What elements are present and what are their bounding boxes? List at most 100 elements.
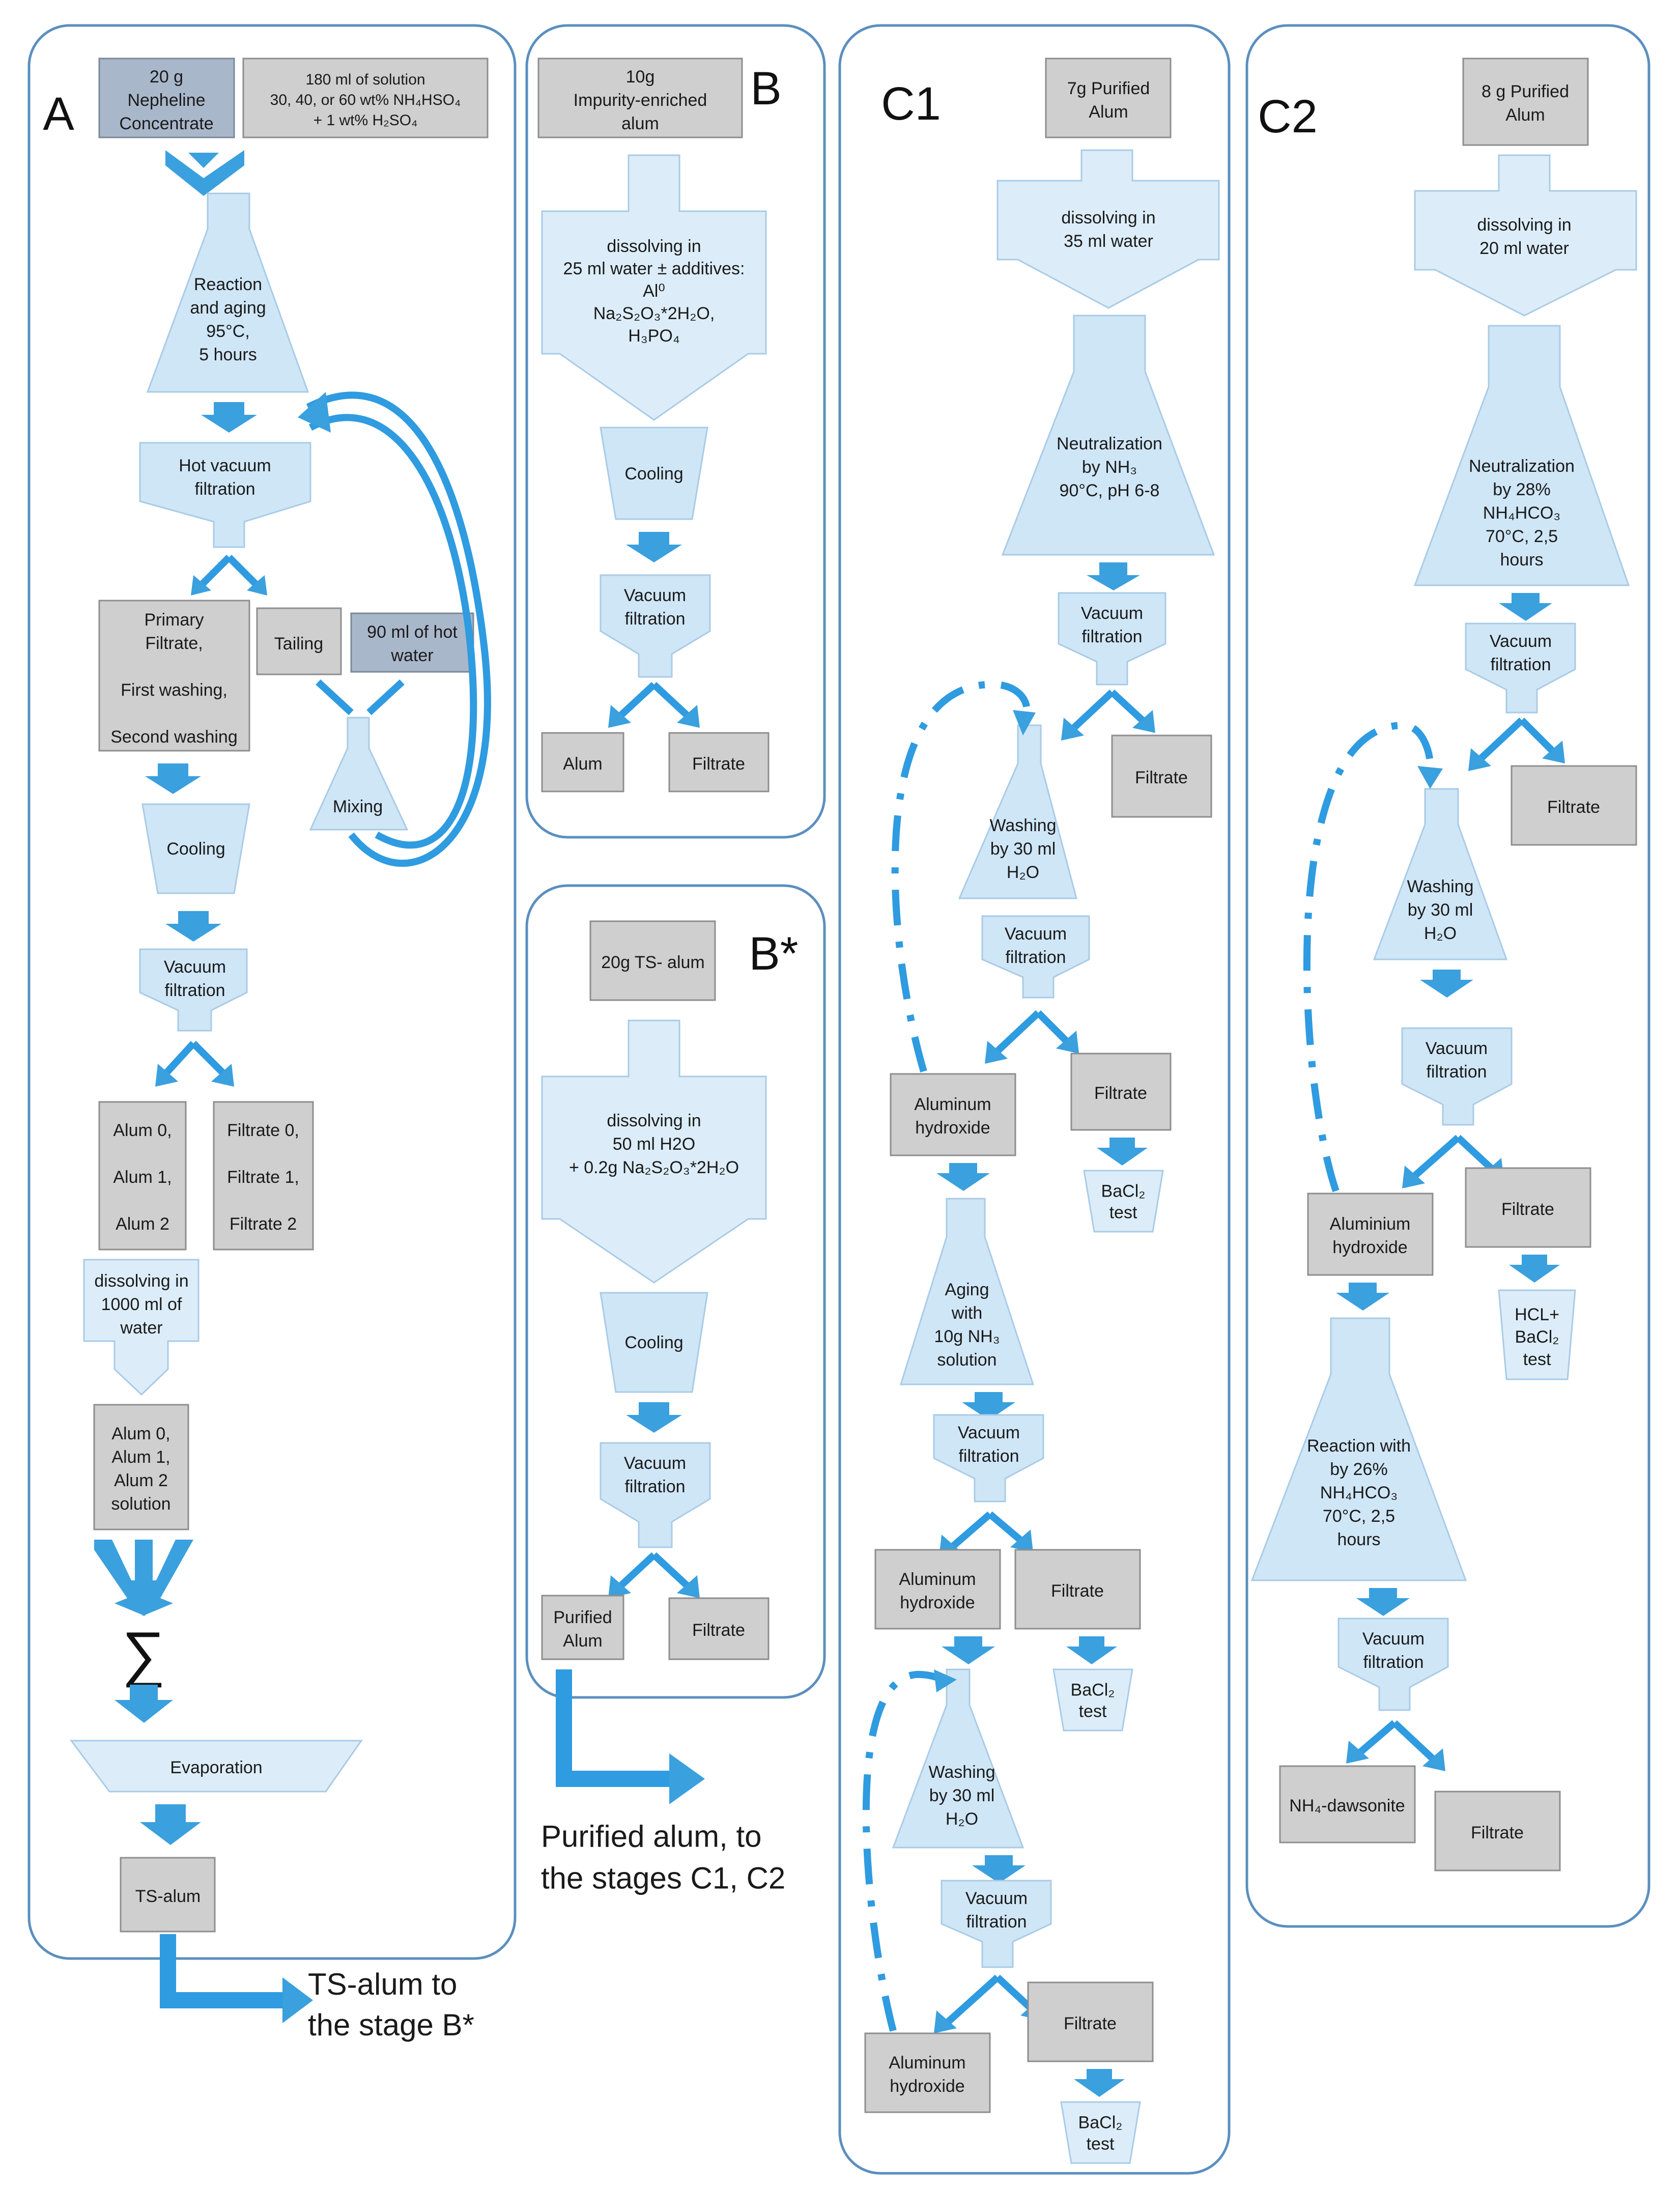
vacuum-filtration-label-b-line-1: filtration bbox=[624, 609, 685, 629]
purified-out-head bbox=[669, 1753, 705, 1804]
c1-split-1-left-head bbox=[1061, 718, 1084, 741]
c1-washing-label-2-line-0: Washing bbox=[928, 1763, 995, 1782]
ts-alum-input-label: 20g TS- alum bbox=[601, 953, 704, 972]
evaporation-label-line-0: Evaporation bbox=[170, 1758, 262, 1777]
c2-filtrate-box-1 bbox=[1511, 765, 1637, 846]
c1-bacl-label-3-line-1: test bbox=[1087, 2135, 1115, 2154]
dissolving-arrow-bstar bbox=[541, 1019, 767, 1284]
filtrate-box-bstar bbox=[668, 1597, 770, 1660]
impurity-alum-label-line-1: Impurity-enriched bbox=[574, 91, 707, 110]
ts-alum-label-line-0: TS-alum bbox=[135, 1887, 201, 1906]
recycle-loop-outer bbox=[306, 391, 491, 867]
c1-arrow-bacl-2 bbox=[1066, 1636, 1117, 1664]
c1-split-4-left-head bbox=[934, 2010, 957, 2033]
split-arrow-a1 bbox=[198, 555, 260, 588]
primary-filtrate-box bbox=[98, 600, 250, 752]
c2-alhyd-label-line-0: Aluminium bbox=[1330, 1214, 1411, 1234]
c1-alhyd-box-2 bbox=[874, 1549, 1001, 1630]
c1-vacuum-label-1-line-0: Vacuum bbox=[1081, 604, 1143, 623]
vacuum-filtration-funnel-bstar bbox=[600, 1442, 711, 1548]
c1-bacl-vessel-3 bbox=[1060, 2101, 1141, 2164]
c1-filtrate-box-1 bbox=[1111, 734, 1212, 818]
c1-washing-label-1-line-1: by 30 ml bbox=[990, 839, 1056, 859]
c2-neutralization-label-line-2: NH₄HCO₃ bbox=[1483, 503, 1560, 523]
purified-alum-note-line-0: Purified alum, to bbox=[541, 1820, 762, 1854]
c2-split-1-left-head bbox=[1468, 748, 1491, 771]
c1-filtrate-label-2: Filtrate bbox=[1094, 1084, 1147, 1103]
reaction-label-line-3: 5 hours bbox=[199, 345, 257, 364]
impurity-alum-box bbox=[537, 58, 743, 138]
c2-dawsonite-label: NH₄-dawsonite bbox=[1289, 1796, 1405, 1815]
c2-filtrate-label-1: Filtrate bbox=[1547, 798, 1600, 817]
c1-bacl-vessel-2 bbox=[1052, 1668, 1133, 1732]
solution-label-line-0: 180 ml of solution bbox=[305, 71, 425, 88]
c2-purified-alum-label-line-1: Alum bbox=[1505, 105, 1545, 125]
split-arrow-a2-left-head bbox=[155, 1064, 178, 1087]
purified-out-arrow bbox=[556, 1669, 674, 1787]
ts-alum-note-line-0: TS-alum to bbox=[308, 1967, 457, 2001]
c1-filtrate-box-2 bbox=[1070, 1053, 1172, 1131]
triple-arrow-left bbox=[94, 1540, 153, 1616]
filtrate-label-bstar-line-0: Filtrate bbox=[692, 1621, 745, 1640]
mixing-inflow-arrows bbox=[316, 679, 405, 716]
vacuum-filtration-label-b-line-0: Vacuum bbox=[624, 586, 686, 605]
c2-split-1-right-head bbox=[1542, 741, 1565, 763]
c1-alhyd-box-1 bbox=[890, 1073, 1016, 1156]
panel-label-b: B bbox=[750, 63, 781, 115]
split-arrow-b-right-head bbox=[677, 705, 700, 728]
c2-filtrate-label-3-line-0: Filtrate bbox=[1471, 1823, 1524, 1842]
c2-vacuum-label-3-line-1: filtration bbox=[1363, 1653, 1423, 1672]
c1-bacl-label-1-line-1: test bbox=[1109, 1203, 1137, 1223]
c1-dissolving-label-line-1: 35 ml water bbox=[1064, 232, 1153, 251]
panel-c1 bbox=[838, 24, 1231, 2175]
c2-reaction-label-line-2: NH₄HCO₃ bbox=[1320, 1483, 1398, 1502]
arrow-a5 bbox=[115, 1685, 173, 1723]
c1-vacuum-label-3-line-0: Vacuum bbox=[958, 1423, 1020, 1442]
arrow-a1 bbox=[188, 153, 219, 168]
c2-filtrate-label-2-line-0: Filtrate bbox=[1501, 1200, 1554, 1219]
filtrates-label: Filtrate 0,Filtrate 1,Filtrate 2 bbox=[227, 1121, 299, 1234]
filtrates-box bbox=[213, 1101, 314, 1251]
solution-box bbox=[242, 58, 489, 138]
c1-filtrate-label-1-line-0: Filtrate bbox=[1135, 768, 1188, 787]
c1-purified-alum-label-line-1: Alum bbox=[1089, 102, 1128, 122]
c1-aging-flask bbox=[899, 1198, 1035, 1385]
filtrate-box-b bbox=[668, 732, 770, 792]
dissolving-label-b-line-3: Na₂S₂O₃*2H₂O, bbox=[593, 304, 715, 323]
reaction-label-line-2: 95°C, bbox=[206, 322, 249, 341]
c2-split-3-right-head bbox=[1422, 1748, 1445, 1771]
ts-alum-out-head bbox=[282, 1977, 313, 2023]
alum-label-b-line-0: Alum bbox=[563, 754, 602, 774]
c1-alhyd-box-3 bbox=[864, 2032, 991, 2113]
c1-neutralization-flask bbox=[1001, 315, 1215, 556]
c2-reaction-flask bbox=[1250, 1317, 1467, 1581]
c1-arrow-bacl-1 bbox=[1097, 1138, 1148, 1166]
c2-vacuum-funnel-1 bbox=[1465, 622, 1576, 714]
c2-split-1 bbox=[1478, 717, 1557, 761]
purified-alum-label-line-0: Purified bbox=[553, 1608, 612, 1627]
evaporation-tray bbox=[70, 1740, 363, 1793]
c2-vacuum-label-1-line-0: Vacuum bbox=[1490, 632, 1552, 651]
c2-hcl-label-line-0: HCL+ bbox=[1515, 1305, 1559, 1324]
vacuum-filtration-label-a-line-0: Vacuum bbox=[164, 957, 226, 977]
c1-alhyd-label-1-line-0: Aluminum bbox=[914, 1095, 991, 1114]
c2-filtrate-box-3 bbox=[1434, 1791, 1561, 1871]
c2-vacuum-funnel-2 bbox=[1401, 1027, 1513, 1126]
arrow-a3 bbox=[145, 763, 201, 794]
c1-alhyd-label-2-line-0: Aluminum bbox=[899, 1570, 976, 1589]
alums-label-line-2: Alum 1, bbox=[113, 1168, 172, 1187]
c1-aging-label-line-0: Aging bbox=[945, 1280, 989, 1299]
